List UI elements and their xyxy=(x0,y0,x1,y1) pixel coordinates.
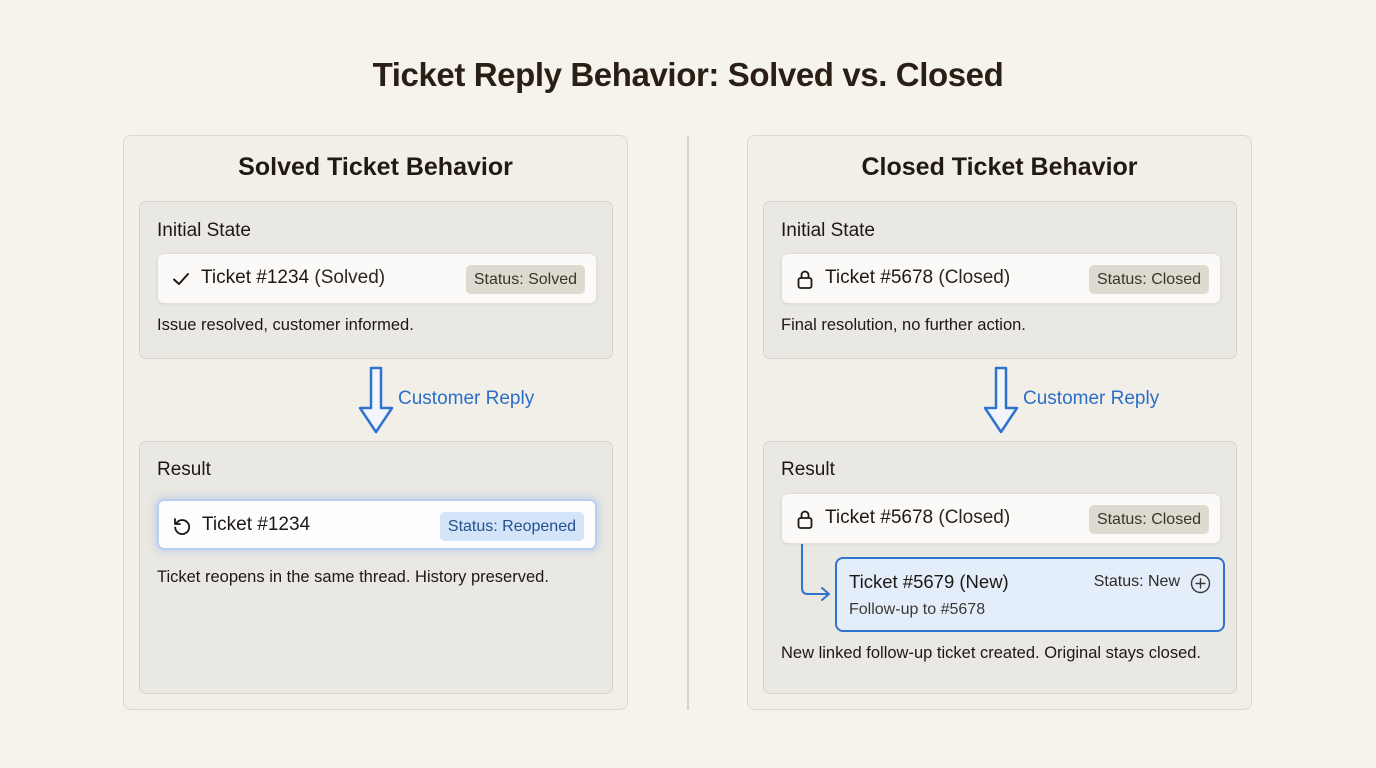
followup-status: Status: New xyxy=(1093,573,1180,590)
ticket-name: Ticket #5678 (Closed) xyxy=(825,267,1011,288)
customer-reply-label: Customer Reply xyxy=(1023,388,1160,409)
solved-panel: Solved Ticket Behavior Initial State Tic… xyxy=(123,135,628,710)
status-badge: Status: Closed xyxy=(1088,505,1209,534)
solved-initial-state-box: Initial State Ticket #1234 (Solved) Stat… xyxy=(139,201,613,359)
closed-panel-title: Closed Ticket Behavior xyxy=(861,153,1138,181)
initial-state-label: Initial State xyxy=(157,220,251,241)
result-label: Result xyxy=(781,459,835,480)
refresh-icon xyxy=(174,518,191,535)
closed-result-description: New linked follow-up ticket created. Ori… xyxy=(781,644,1202,662)
closed-initial-description: Final resolution, no further action. xyxy=(781,316,1026,334)
initial-state-label: Initial State xyxy=(781,220,875,241)
ticket-name: Ticket #1234 xyxy=(202,514,311,535)
followup-subtitle: Follow-up to #5678 xyxy=(849,601,986,618)
down-arrow-icon xyxy=(358,366,394,434)
checkmark-icon xyxy=(173,273,189,285)
status-badge: Status: Solved xyxy=(465,265,585,294)
ticket-name: Ticket #5678 (Closed) xyxy=(825,507,1011,528)
reopened-ticket-card[interactable]: Ticket #1234 Status: Reopened xyxy=(157,499,597,550)
link-arrow-icon xyxy=(801,544,830,601)
closed-initial-state-box: Initial State Ticket #5678 (Closed) Stat… xyxy=(763,201,1237,359)
down-arrow-icon xyxy=(983,366,1019,434)
solved-ticket-card[interactable]: Ticket #1234 (Solved) Status: Solved xyxy=(157,253,597,304)
followup-ticket-card[interactable]: Ticket #5679 (New) Status: New Follow-up… xyxy=(835,557,1225,632)
solved-result-description: Ticket reopens in the same thread. Histo… xyxy=(157,568,549,586)
status-badge-reopened: Status: Reopened xyxy=(439,512,584,541)
lock-icon xyxy=(797,270,813,289)
closed-panel: Closed Ticket Behavior Initial State Tic… xyxy=(747,135,1252,710)
page-title: Ticket Reply Behavior: Solved vs. Closed xyxy=(372,56,1004,93)
result-label: Result xyxy=(157,459,211,480)
plus-circle-icon[interactable] xyxy=(1190,573,1211,594)
solved-result-box: Result Ticket #1234 Status: Reopened Tic… xyxy=(139,441,613,694)
lock-icon xyxy=(797,510,813,529)
solved-initial-description: Issue resolved, customer informed. xyxy=(157,316,414,334)
ticket-name: Ticket #1234 (Solved) xyxy=(201,267,386,288)
closed-result-box: Result Ticket #5678 (Closed) Status: Clo… xyxy=(763,441,1237,694)
solved-panel-title: Solved Ticket Behavior xyxy=(238,153,513,181)
closed-ticket-card[interactable]: Ticket #5678 (Closed) Status: Closed xyxy=(781,493,1221,544)
closed-ticket-card[interactable]: Ticket #5678 (Closed) Status: Closed xyxy=(781,253,1221,304)
center-divider xyxy=(687,136,689,710)
followup-ticket-name: Ticket #5679 (New) xyxy=(849,571,1009,592)
status-badge: Status: Closed xyxy=(1088,265,1209,294)
customer-reply-label: Customer Reply xyxy=(398,388,535,409)
